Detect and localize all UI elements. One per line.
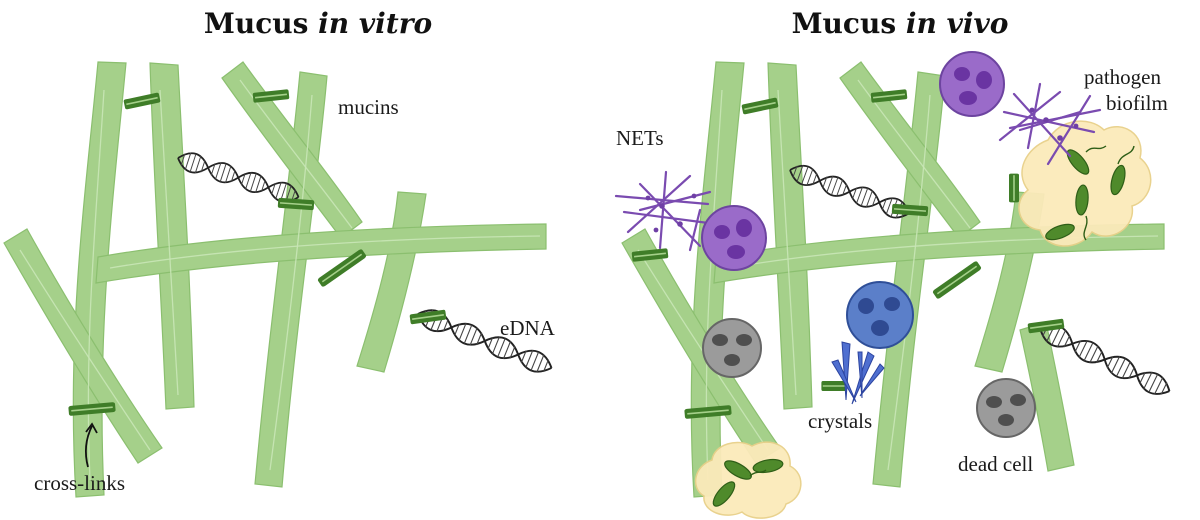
edna-label: eDNA — [500, 316, 556, 340]
nets-cluster-top — [998, 82, 1102, 166]
nets-cluster-left — [614, 170, 718, 252]
nets-label: NETs — [616, 126, 664, 150]
neutrophil-top — [939, 51, 1005, 117]
mucin-strand — [149, 62, 195, 410]
mucin-strand — [1019, 321, 1075, 472]
cross-link — [1008, 172, 1020, 204]
dead-cell-label: dead cell — [958, 452, 1033, 476]
bottom-biofilm — [694, 441, 802, 519]
crystals-cluster — [831, 341, 885, 405]
dead-cell-right — [976, 378, 1036, 438]
cross-links-arrow — [85, 425, 93, 468]
cross-links-label: cross-links — [34, 471, 125, 495]
dead-cell-left — [702, 318, 762, 378]
crystals-label: crystals — [808, 409, 872, 433]
mucin-strand — [767, 62, 813, 410]
mucins-label: mucins — [338, 95, 399, 119]
cross-link — [820, 380, 848, 392]
cross-links-arrowhead — [85, 422, 98, 434]
neutrophil-left — [701, 205, 767, 271]
blue-cell — [846, 281, 914, 349]
biofilm-label: biofilm — [1106, 91, 1168, 115]
cross-link — [930, 259, 984, 301]
pathogen-biofilm — [1018, 120, 1152, 247]
right-panel-title: Mucus in vivo — [792, 7, 1009, 40]
left-mucin-network — [3, 61, 547, 498]
mucin-strand — [356, 191, 427, 373]
pathogen-label: pathogen — [1084, 65, 1161, 89]
left-panel-title: Mucus in vitro — [204, 7, 432, 40]
